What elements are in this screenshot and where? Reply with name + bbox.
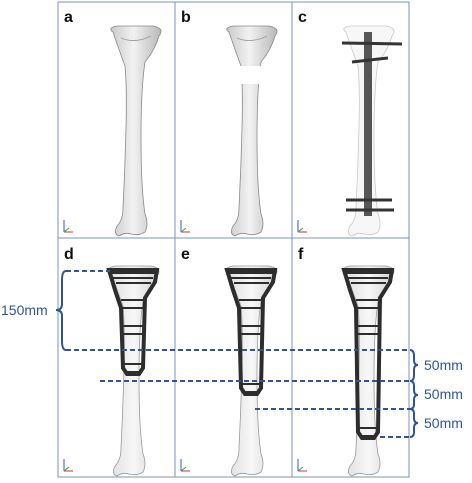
panel-label-e: e	[181, 246, 190, 263]
tibia-osteotomy	[226, 25, 278, 237]
panel-label-f: f	[298, 246, 304, 263]
dimension-label-50mm: 50mm	[424, 357, 463, 373]
tibia-plated-d	[106, 265, 160, 477]
panel-frame-f	[291, 237, 410, 478]
locking-screw	[351, 56, 389, 64]
dimension-lines	[66, 270, 410, 438]
axis-triad-icon	[297, 459, 307, 472]
panel-label-d: d	[64, 246, 74, 263]
axis-triad-icon	[63, 220, 73, 233]
tibia-with-rod	[341, 25, 403, 237]
panel-label-a: a	[64, 9, 73, 26]
dimension-label-50mm: 50mm	[424, 415, 463, 431]
axis-triad-icon	[63, 459, 73, 472]
tibia-intact	[110, 25, 162, 237]
axis-triad-icon	[297, 220, 307, 233]
dimension-label-50mm: 50mm	[424, 386, 463, 402]
dimension-braces	[55, 270, 419, 438]
panel-frames	[57, 1, 410, 478]
tibia-plated-f	[341, 265, 395, 477]
locking-screw	[341, 41, 403, 46]
axis-triad-icon	[180, 220, 190, 233]
tibia-plated-e	[224, 265, 278, 477]
panel-label-c: c	[298, 9, 307, 26]
panel-label-b: b	[181, 9, 191, 26]
dimension-label-150mm: 150mm	[1, 302, 48, 318]
intramedullary-rod	[364, 32, 372, 216]
axis-triad-icon	[180, 459, 190, 472]
